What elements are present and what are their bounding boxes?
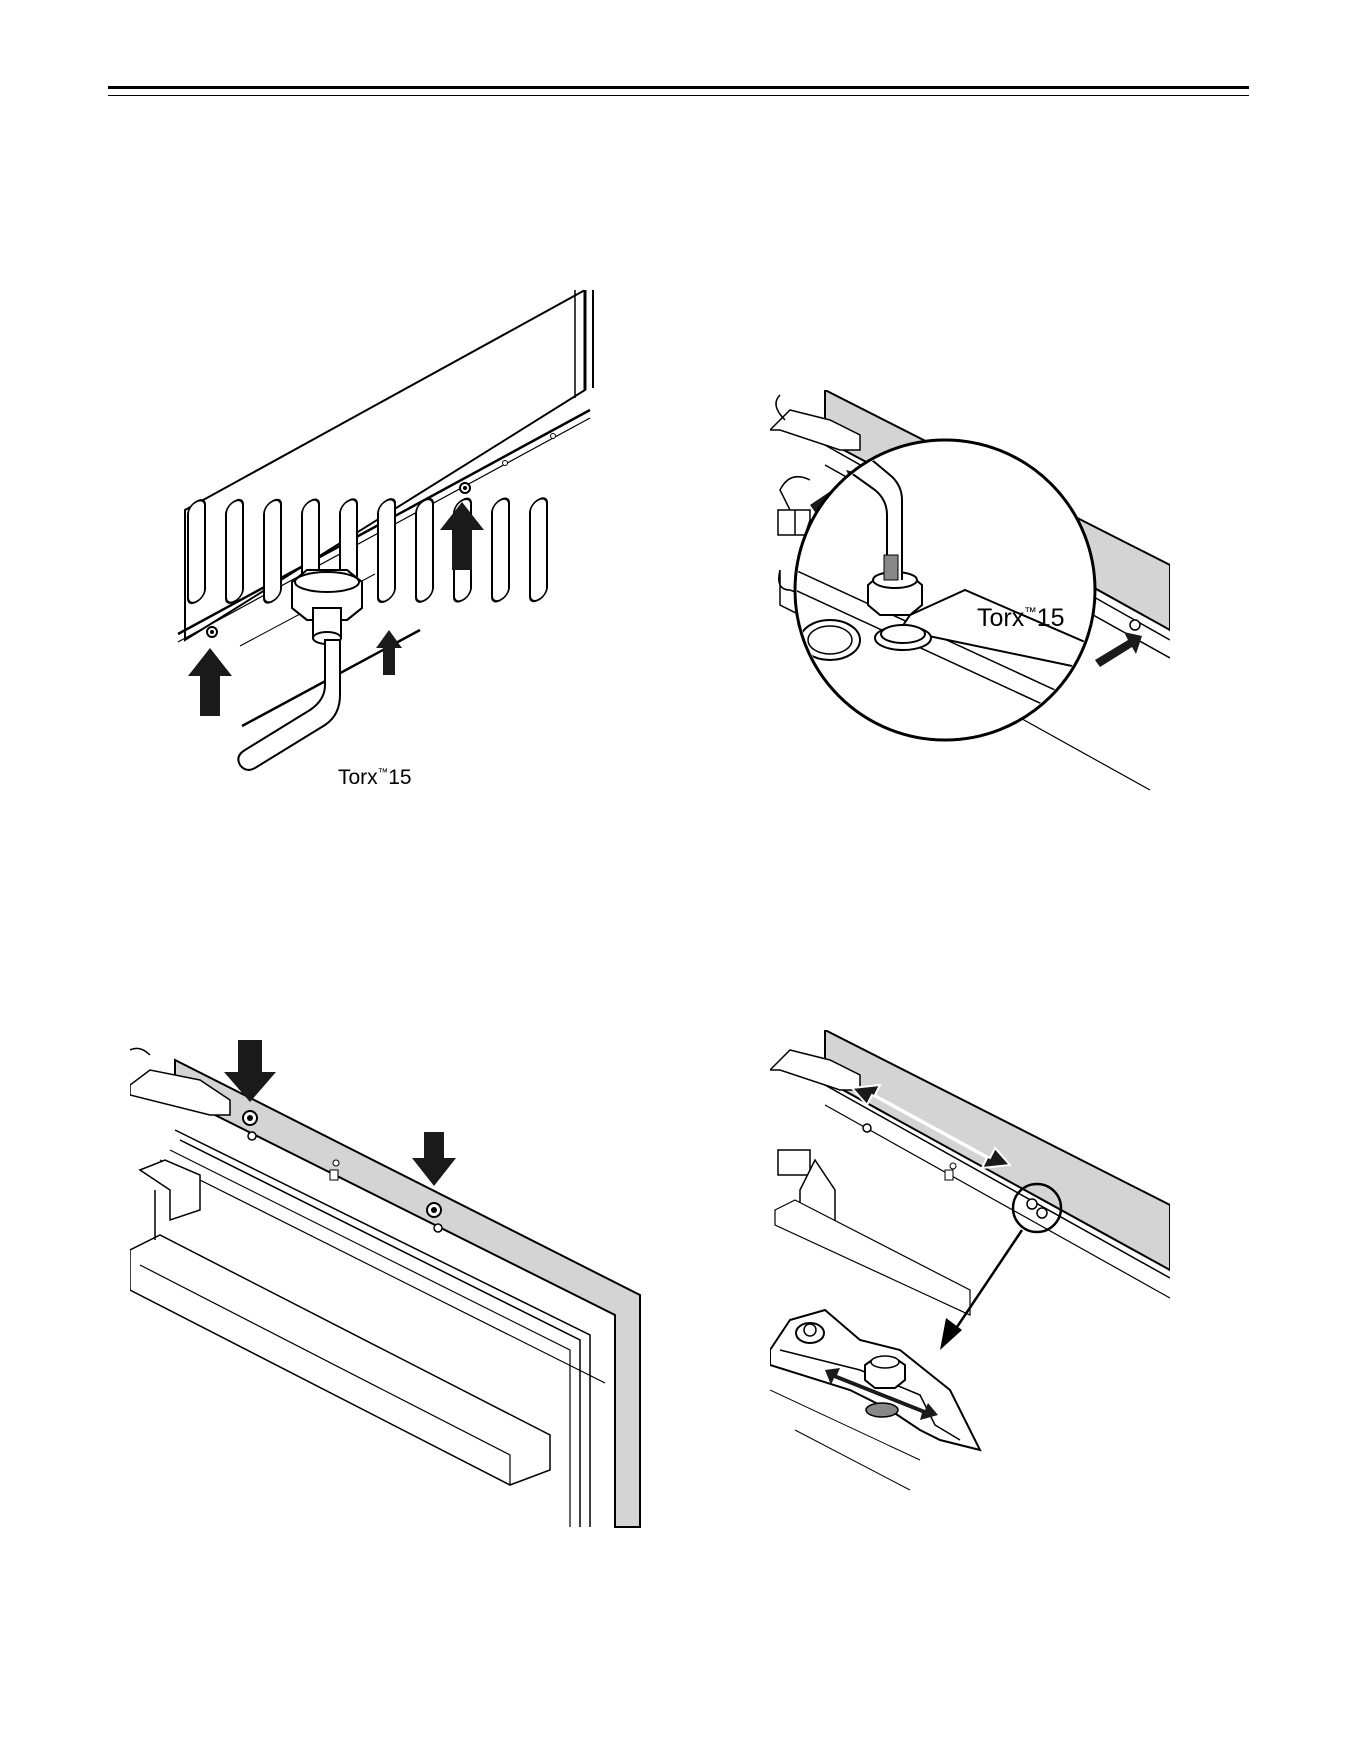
figure-hinge-adjust <box>770 1030 1170 1560</box>
screw-head-icon <box>292 570 362 644</box>
header-rule-thin <box>108 95 1249 96</box>
figure-hinge-detail: Torx™15 <box>770 390 1170 820</box>
figure-grille-screws: Torx™15 <box>160 290 630 810</box>
torx-label: Torx™15 <box>338 767 412 788</box>
screw-icon <box>207 627 217 637</box>
hinge-illustration <box>770 390 1170 820</box>
grille-illustration <box>160 290 630 810</box>
arrow-up-icon <box>188 648 232 716</box>
arrow-diagonal-icon <box>1095 632 1142 667</box>
header-rule-thick <box>108 86 1249 89</box>
screwdriver-icon <box>238 640 340 770</box>
figure-door-screws <box>130 1040 650 1540</box>
arrow-down-icon <box>412 1132 456 1186</box>
door-illustration <box>130 1040 650 1540</box>
torx-label: Torx™15 <box>977 606 1065 631</box>
adjust-illustration <box>770 1030 1170 1560</box>
screw-icon <box>460 483 470 493</box>
arrow-up-icon <box>440 502 484 570</box>
